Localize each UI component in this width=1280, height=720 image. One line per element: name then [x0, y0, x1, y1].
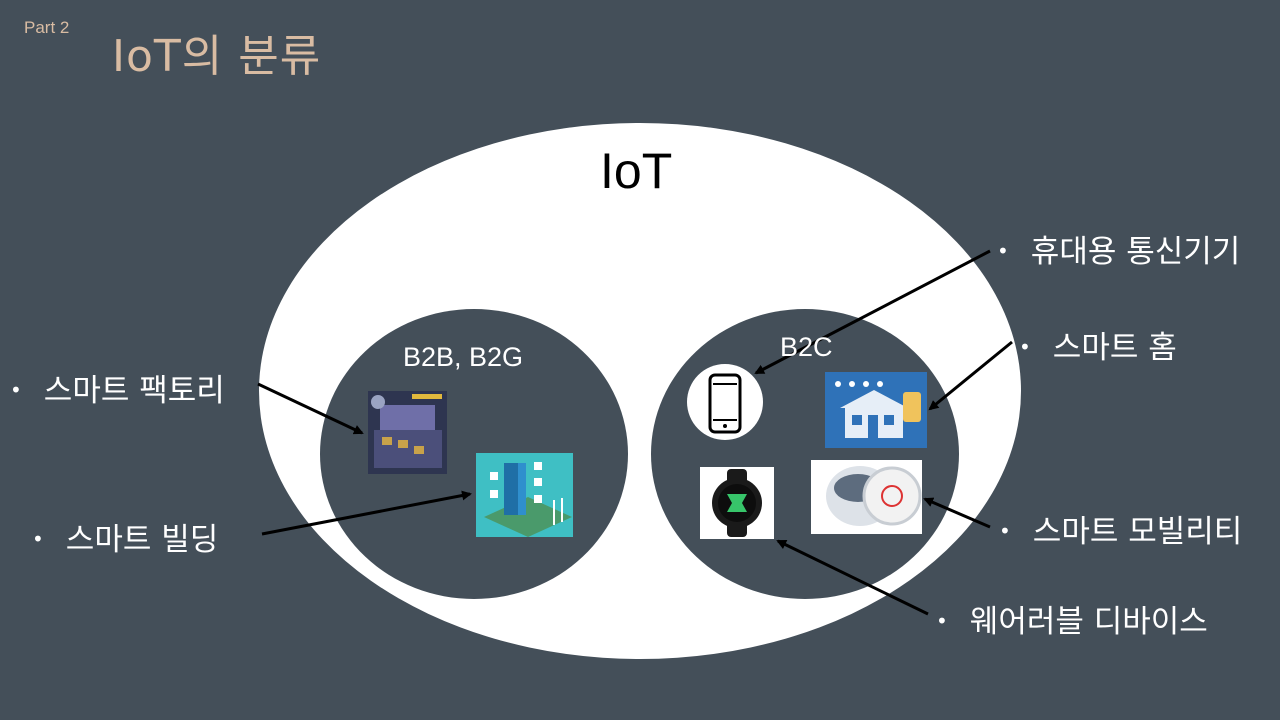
arrow-smart-mobility — [923, 497, 991, 529]
arrow-portable-device — [754, 249, 991, 375]
smart-home-label: 스마트 홈 — [1052, 330, 1177, 366]
smart-building-item: • 스마트 빌딩 — [32, 514, 218, 559]
iot-label: IoT — [600, 143, 673, 199]
wearable-device-item: • 웨어러블 디바이스 — [936, 596, 1208, 641]
portable-device-item: • 휴대용 통신기기 — [997, 226, 1240, 271]
bullet-icon: • — [997, 238, 1009, 263]
smart-home-icon — [825, 372, 927, 448]
b2b-b2g-label: B2B, B2G — [403, 342, 524, 372]
smart-factory-icon — [368, 391, 447, 474]
wearable-device-label: 웨어러블 디바이스 — [969, 604, 1208, 640]
bullet-icon: • — [936, 608, 948, 633]
smart-factory-label: 스마트 팩토리 — [43, 373, 225, 409]
smart-factory-item: • 스마트 팩토리 — [10, 365, 225, 410]
smart-mobility-label: 스마트 모빌리티 — [1032, 514, 1243, 550]
slide-title: IoT의 분류 — [112, 31, 322, 82]
arrow-smart-factory — [257, 382, 364, 435]
b2c-label: B2C — [780, 332, 833, 362]
portable-device-label: 휴대용 통신기기 — [1030, 234, 1241, 270]
bullet-icon: • — [32, 526, 44, 551]
smart-mobility-icon — [811, 460, 922, 534]
bullet-icon: • — [10, 377, 22, 402]
bullet-icon: • — [999, 518, 1011, 543]
arrow-smart-building — [261, 490, 472, 536]
smart-building-label: 스마트 빌딩 — [65, 522, 219, 558]
arrow-smart-home — [928, 340, 1013, 411]
smart-mobility-item: • 스마트 모빌리티 — [999, 506, 1242, 551]
part-label: Part 2 — [24, 18, 70, 37]
smart-building-icon — [476, 453, 573, 537]
bullet-icon: • — [1019, 334, 1031, 359]
arrow-wearable-device — [776, 539, 929, 616]
smart-home-item: • 스마트 홈 — [1019, 322, 1177, 367]
smartphone-icon — [687, 364, 763, 440]
smartwatch-icon — [700, 467, 774, 539]
